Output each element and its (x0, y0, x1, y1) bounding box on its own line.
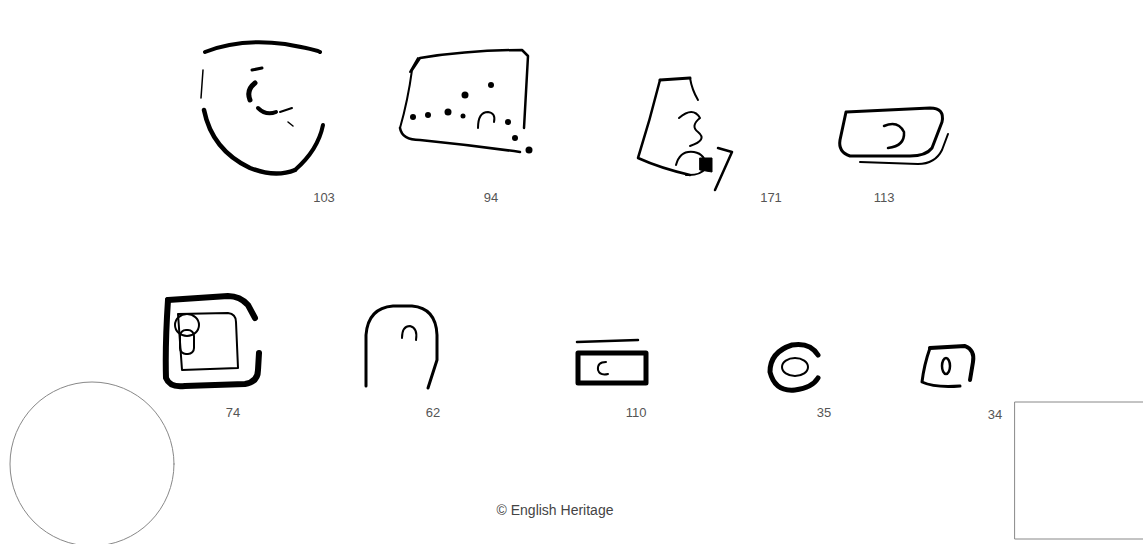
catalogue-number: 74 (226, 405, 240, 420)
copyright-note: © English Heritage (497, 502, 614, 518)
reference-circle (10, 382, 174, 544)
mark-62 (366, 306, 437, 388)
catalogue-number: 62 (426, 405, 440, 420)
catalogue-number: 35 (817, 405, 831, 420)
mark-103 (201, 42, 323, 173)
mark-34 (922, 346, 973, 387)
mark-113 (840, 108, 948, 164)
reference-rectangle (1015, 402, 1143, 539)
catalogue-number: 34 (988, 407, 1002, 422)
mark-74 (166, 296, 259, 386)
catalogue-number: 171 (760, 190, 782, 205)
mark-35 (770, 344, 818, 390)
catalogue-number: 113 (874, 190, 895, 205)
mark-94 (400, 50, 533, 154)
mark-171 (638, 78, 732, 190)
mark-110 (577, 340, 646, 383)
catalogue-number: 110 (626, 405, 647, 420)
catalogue-number: 103 (313, 190, 335, 205)
catalogue-number: 94 (484, 190, 498, 205)
